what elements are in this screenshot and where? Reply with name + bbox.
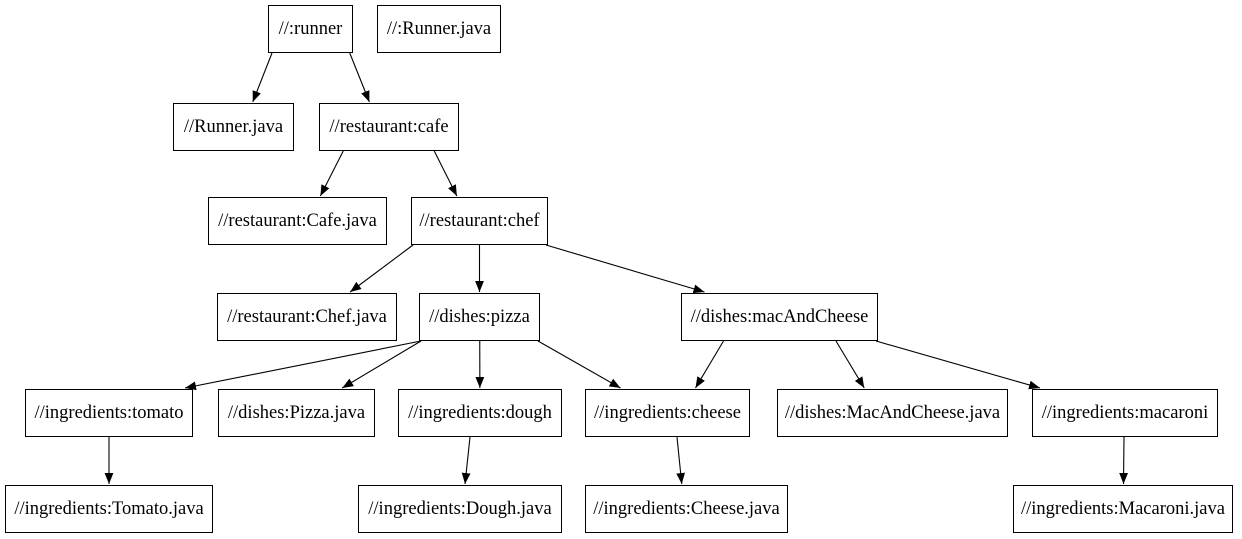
graph-node-label: //ingredients:Macaroni.java [1021, 498, 1225, 519]
graph-node-label: //dishes:pizza [429, 306, 530, 327]
graph-node-label: //ingredients:Cheese.java [593, 498, 780, 519]
graph-node-label: //ingredients:Dough.java [368, 498, 552, 519]
graph-node-label: //dishes:Pizza.java [227, 402, 366, 423]
edge-chef-to-chef-java [349, 244, 414, 293]
graph-node-cafe-java: //restaurant:Cafe.java [208, 197, 387, 245]
graph-node-label: //restaurant:cafe [329, 116, 449, 137]
edge-runner-to-runner-java [252, 52, 273, 103]
edge-mac-and-cheese-to-macaroni [875, 340, 1041, 390]
graph-node-label: //ingredients:tomato [34, 402, 184, 423]
edge-mac-and-cheese-to-cheese [695, 340, 724, 389]
graph-node-label: //dishes:macAndCheese [690, 306, 869, 327]
edge-dough-to-dough-java [461, 436, 471, 485]
edge-pizza-to-cheese [537, 340, 621, 389]
graph-node-label: //ingredients:Tomato.java [14, 498, 204, 519]
graph-node-label: //ingredients:dough [408, 402, 552, 423]
edge-cheese-to-cheese-java [676, 436, 686, 485]
graph-node-cheese-java: //ingredients:Cheese.java [585, 485, 788, 533]
graph-node-runner-java: //Runner.java [173, 103, 294, 151]
graph-node-tomato: //ingredients:tomato [25, 389, 193, 437]
graph-node-dough-java: //ingredients:Dough.java [358, 485, 562, 533]
graph-node-label: //restaurant:chef [419, 210, 540, 231]
graph-node-runner-java-top: //:Runner.java [377, 5, 501, 53]
edge-runner-to-cafe [349, 52, 370, 103]
graph-node-label: //ingredients:macaroni [1041, 402, 1209, 423]
graph-node-cheese: //ingredients:cheese [585, 389, 750, 437]
graph-node-chef: //restaurant:chef [411, 197, 548, 245]
graph-node-chef-java: //restaurant:Chef.java [217, 293, 397, 341]
graph-node-label: //restaurant:Chef.java [227, 306, 387, 327]
graph-node-cafe: //restaurant:cafe [319, 103, 459, 151]
edges-group [104, 52, 1129, 485]
graph-node-tomato-java: //ingredients:Tomato.java [5, 485, 213, 533]
graph-node-label: //:Runner.java [386, 18, 492, 39]
graph-node-macaroni-java: //ingredients:Macaroni.java [1013, 485, 1233, 533]
edge-cafe-to-chef [433, 150, 458, 197]
graph-node-mac-and-cheese: //dishes:macAndCheese [681, 293, 878, 341]
graph-node-mac-and-cheese-java: //dishes:MacAndCheese.java [777, 389, 1008, 437]
graph-node-label: //restaurant:Cafe.java [218, 210, 377, 231]
edge-pizza-to-pizza-java [341, 340, 422, 389]
edge-mac-and-cheese-to-mac-and-cheese-java [835, 340, 865, 389]
graph-node-label: //dishes:MacAndCheese.java [784, 402, 1001, 423]
edge-cafe-to-cafe-java [319, 150, 344, 197]
edge-macaroni-to-macaroni-java [1119, 436, 1129, 485]
graph-node-label: //:runner [278, 18, 343, 39]
graph-node-pizza: //dishes:pizza [419, 293, 540, 341]
edge-chef-to-mac-and-cheese [545, 244, 705, 294]
graph-node-label: //Runner.java [183, 116, 284, 137]
graph-node-macaroni: //ingredients:macaroni [1032, 389, 1218, 437]
edge-pizza-to-tomato [184, 340, 422, 391]
graph-node-dough: //ingredients:dough [398, 389, 562, 437]
graph-node-runner: //:runner [268, 5, 353, 53]
graph-node-pizza-java: //dishes:Pizza.java [218, 389, 375, 437]
graph-node-label: //ingredients:cheese [594, 402, 741, 423]
